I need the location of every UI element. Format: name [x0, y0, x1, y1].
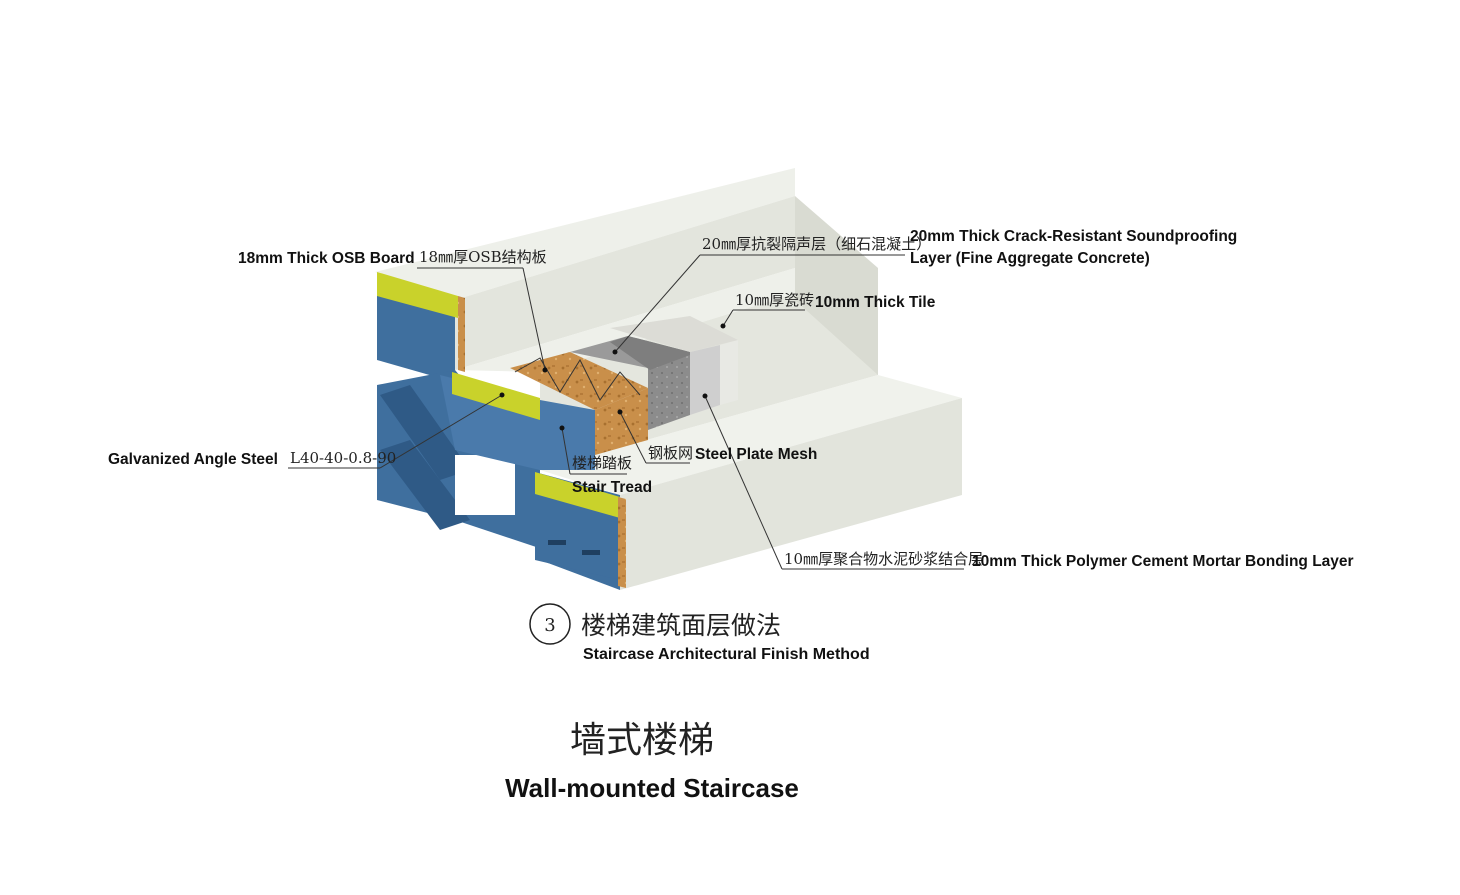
concrete-front	[648, 352, 690, 430]
soundproof-label-cn: 20㎜厚抗裂隔声层（细石混凝土）	[702, 235, 931, 253]
top-step-front-face	[455, 196, 795, 370]
detail-number-circle	[529, 603, 571, 645]
footer-title-en: Wall-mounted Staircase	[505, 773, 799, 803]
osb-board-lower	[618, 497, 626, 588]
cut-top-band	[610, 316, 738, 352]
mesh-lines	[514, 357, 641, 401]
steel-mesh-label-cn: 钢板网	[648, 444, 693, 462]
soundproof-label-en-1: 20mm Thick Crack-Resistant Soundproofing	[910, 228, 1237, 245]
mortar-layer	[690, 345, 720, 415]
concrete-side	[610, 336, 690, 370]
detail-title: 3 楼梯建筑面层做法 Staircase Architectural Finis…	[529, 603, 870, 663]
detail-title-en: Staircase Architectural Finish Method	[583, 646, 870, 663]
middle-step-side	[795, 196, 878, 375]
footer-title: 墙式楼梯 Wall-mounted Staircase	[505, 720, 799, 803]
stair-tread-label-en: Stair Tread	[572, 479, 652, 496]
soundproof-label-en-2: Layer (Fine Aggregate Concrete)	[910, 250, 1150, 267]
stair-tread-label-cn: 楼梯踏板	[572, 454, 632, 472]
steel-diagonal-2	[380, 440, 470, 530]
footer-title-cn: 墙式楼梯	[570, 720, 714, 761]
tile-label-cn: 10㎜厚瓷砖	[735, 291, 814, 309]
mortar-label-en: 10mm Thick Polymer Cement Mortar Bonding…	[972, 553, 1354, 570]
angle-steel-label-en: Galvanized Angle Steel	[108, 451, 278, 468]
top-step-top-face	[375, 168, 795, 300]
osb-label-cn: 18㎜厚OSB结构板	[419, 248, 547, 266]
slot-1	[548, 540, 566, 545]
mortar-label-cn: 10㎜厚聚合物水泥砂浆结合层	[784, 550, 983, 568]
tile-layer	[720, 340, 738, 405]
detail-title-cn: 楼梯建筑面层做法	[581, 611, 781, 640]
stair-body	[375, 168, 962, 590]
slot-2	[582, 550, 600, 555]
steel-mesh-label-en: Steel Plate Mesh	[695, 446, 817, 463]
leader-lines	[288, 254, 964, 570]
angle-steel-label-cn: L40-40-0.8-90	[290, 449, 396, 467]
bottom-step-top-face	[540, 375, 962, 495]
osb-label-en: 18mm Thick OSB Board	[238, 250, 415, 267]
osb-edge-strip-middle	[452, 372, 540, 420]
osb-edge-strip-bottom	[535, 472, 620, 518]
annotation-labels: 18mm Thick OSB Board 18㎜厚OSB结构板 20㎜厚抗裂隔声…	[108, 228, 1354, 570]
tile-label-en: 10mm Thick Tile	[815, 294, 936, 311]
osb-edge-strip-top	[377, 272, 458, 318]
osb-board-front	[595, 388, 648, 455]
bottom-step-front-face	[620, 398, 962, 590]
steel-diagonal	[380, 385, 470, 480]
detail-number: 3	[544, 615, 555, 636]
osb-board-upper	[458, 296, 465, 372]
steel-cutout	[455, 455, 515, 515]
